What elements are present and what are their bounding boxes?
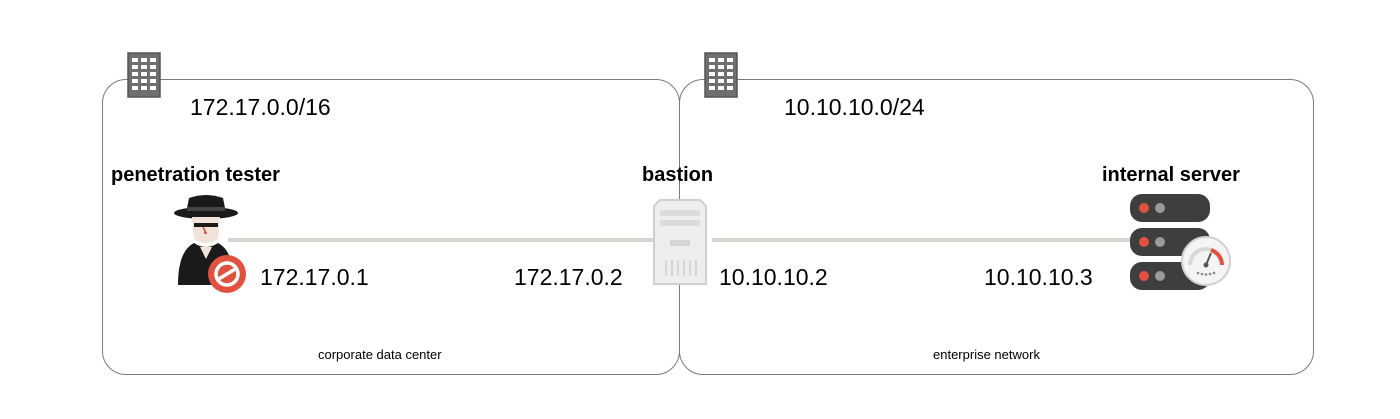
denied-badge-icon (208, 255, 246, 293)
node-title-tester: penetration tester (111, 164, 280, 186)
building-icon (127, 52, 161, 98)
ip-label-tester: 172.17.0.1 (260, 264, 369, 290)
link-bastion-internal (712, 238, 1137, 242)
node-title-bastion: bastion (642, 164, 714, 186)
zone-label-corporate: corporate data center (318, 347, 442, 362)
subnet-label-enterprise: 10.10.10.0/24 (784, 94, 925, 120)
zone-enterprise-network (679, 79, 1314, 375)
subnet-label-corporate: 172.17.0.0/16 (190, 94, 331, 120)
ip-label-bastion-right: 10.10.10.2 (719, 264, 828, 290)
server-tower-icon (653, 199, 707, 285)
link-tester-bastion (228, 238, 653, 242)
node-title-internal: internal server (1102, 164, 1240, 186)
zone-label-enterprise: enterprise network (933, 347, 1040, 362)
ip-label-bastion-left: 172.17.0.2 (514, 264, 623, 290)
ip-label-internal: 10.10.10.3 (984, 264, 1093, 290)
building-icon (704, 52, 738, 98)
gauge-icon (1181, 236, 1231, 286)
